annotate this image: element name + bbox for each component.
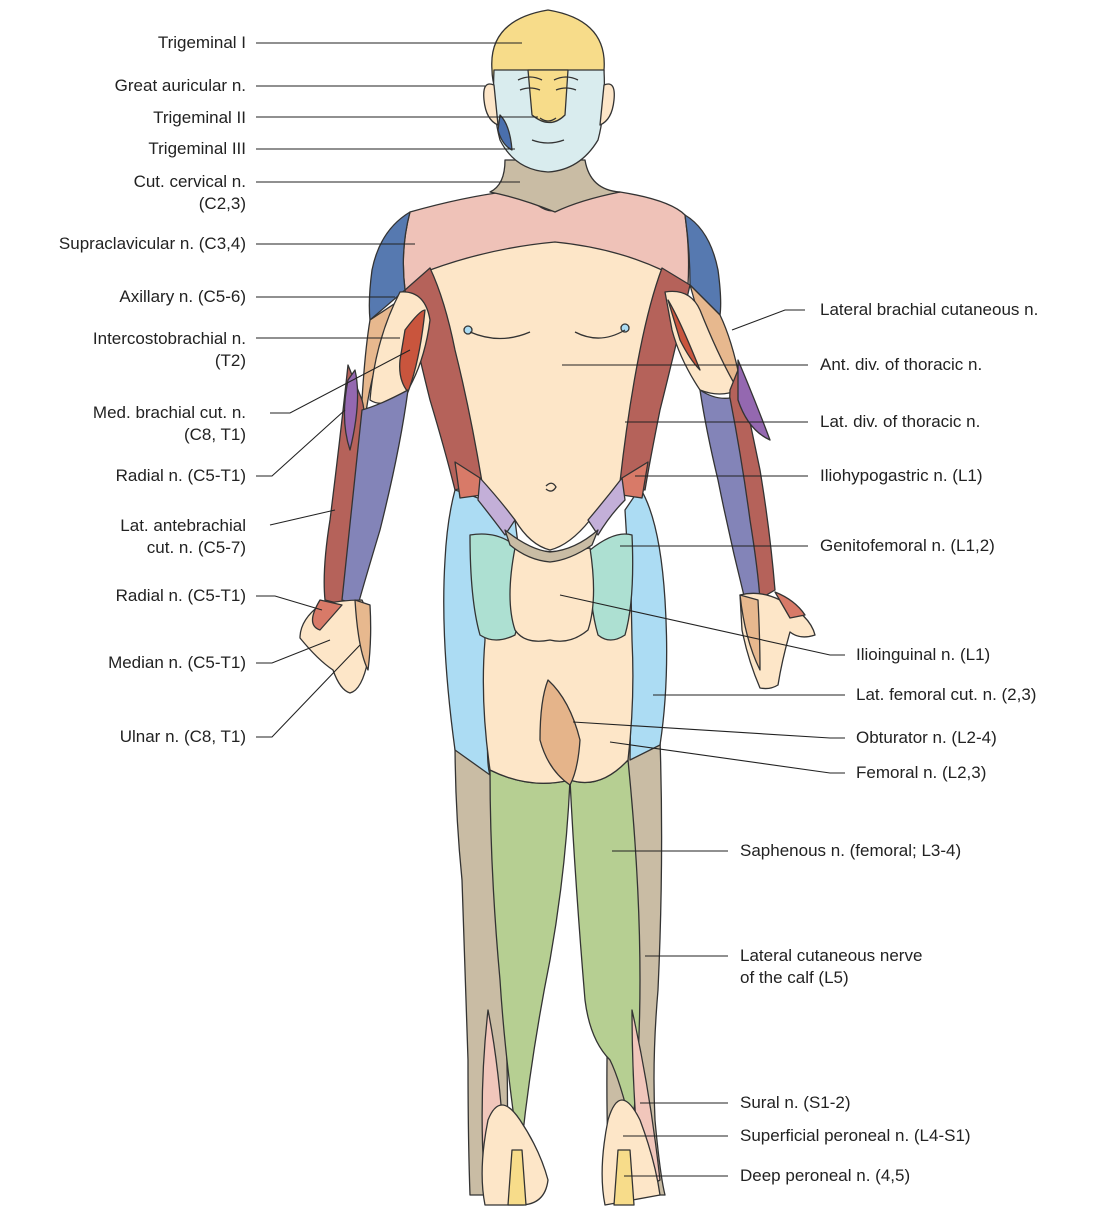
label-great-auricular: Great auricular n. [115, 75, 246, 97]
label-ulnar: Ulnar n. (C8, T1) [120, 726, 246, 748]
label-deep-peroneal: Deep peroneal n. (4,5) [740, 1165, 910, 1187]
label-lat-brachial: Lateral brachial cutaneous n. [820, 299, 1038, 321]
label-trigeminal-2: Trigeminal II [153, 107, 246, 129]
leader-radial-lower [256, 596, 322, 610]
label-med-brachial: Med. brachial cut. n.(C8, T1) [93, 402, 246, 446]
legs [455, 740, 665, 1205]
label-ant-div-thoracic: Ant. div. of thoracic n. [820, 354, 982, 376]
label-supraclavicular: Supraclavicular n. (C3,4) [59, 233, 246, 255]
label-femoral: Femoral n. (L2,3) [856, 762, 986, 784]
label-lat-femoral-cut: Lat. femoral cut. n. (2,3) [856, 684, 1036, 706]
genitofemoral-right-region [590, 534, 633, 640]
label-median: Median n. (C5-T1) [108, 652, 246, 674]
leader-radial-upper [256, 410, 345, 476]
label-cut-cervical: Cut. cervical n.(C2,3) [134, 171, 246, 215]
label-trigeminal-1: Trigeminal I [158, 32, 246, 54]
label-ilioinguinal: Ilioinguinal n. (L1) [856, 644, 990, 666]
label-trigeminal-3: Trigeminal III [148, 138, 246, 160]
leader-lat-antebrachial [270, 510, 335, 525]
label-intercostobrachial: Intercostobrachial n.(T2) [93, 328, 246, 372]
label-obturator: Obturator n. (L2-4) [856, 727, 997, 749]
label-superficial-peroneal: Superficial peroneal n. (L4-S1) [740, 1125, 971, 1147]
label-radial-lower: Radial n. (C5-T1) [116, 585, 246, 607]
label-radial-upper: Radial n. (C5-T1) [116, 465, 246, 487]
label-iliohypogastric: Iliohypogastric n. (L1) [820, 465, 983, 487]
label-sural: Sural n. (S1-2) [740, 1092, 851, 1114]
saphenous-right-region [570, 760, 640, 1130]
label-saphenous: Saphenous n. (femoral; L3-4) [740, 840, 961, 862]
label-genitofemoral: Genitofemoral n. (L1,2) [820, 535, 995, 557]
deep-peroneal-right [614, 1150, 634, 1205]
nipple-right [621, 324, 629, 332]
label-lat-div-thoracic: Lat. div. of thoracic n. [820, 411, 980, 433]
leader-lat-brachial [732, 310, 805, 330]
label-axillary: Axillary n. (C5-6) [119, 286, 246, 308]
